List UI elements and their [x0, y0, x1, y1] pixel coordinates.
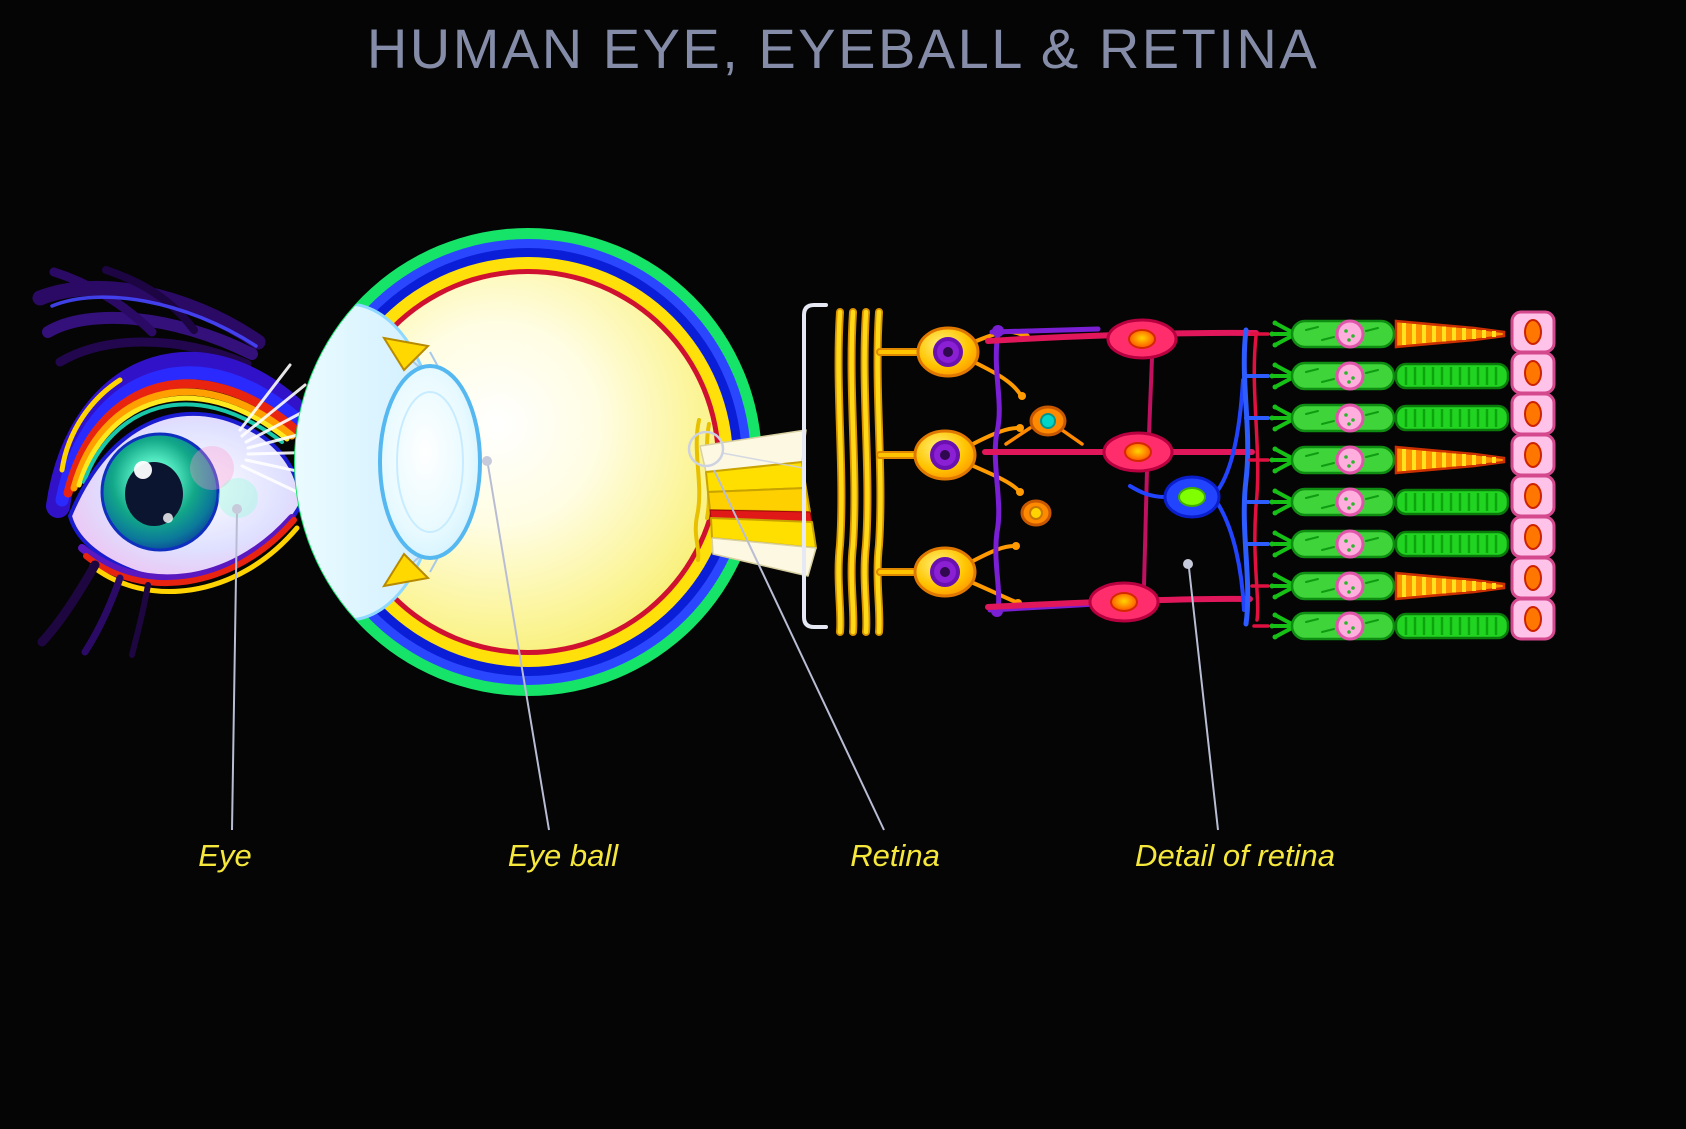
- ganglion-cell: [876, 424, 1024, 496]
- inner-lid-accent: [59, 377, 123, 473]
- label-eyeball: Eye ball: [507, 838, 619, 873]
- leader-dot-eyeball: [482, 456, 492, 466]
- leader-dot-detail: [1183, 559, 1193, 569]
- leader-line-eye: [231, 511, 238, 831]
- page-title: HUMAN EYE, EYEBALL & RETINA: [366, 17, 1320, 80]
- label-eye: Eye: [198, 838, 252, 873]
- eye-illustration: [32, 266, 328, 658]
- pink-glow: [190, 446, 234, 490]
- nerve-fiber-layer: [839, 312, 881, 632]
- leader-lines: [231, 456, 1219, 831]
- horizontal-cell: [1128, 378, 1246, 612]
- teal-glow: [218, 478, 258, 518]
- bipolar-cells: [982, 318, 1259, 623]
- lower-eyelashes: [37, 560, 151, 658]
- amacrine-cells: [1004, 405, 1084, 527]
- optic-nerve: [699, 429, 817, 577]
- pupil: [125, 462, 183, 526]
- upper-eyelashes: [32, 266, 266, 369]
- pigment-epithelium: [1510, 310, 1556, 641]
- ganglion-cell: [876, 326, 1030, 400]
- leader-dot-eye: [232, 504, 242, 514]
- catchlight-small: [163, 513, 173, 523]
- catchlight: [134, 461, 152, 479]
- label-detail-of-retina: Detail of retina: [1135, 838, 1335, 873]
- magnifier-circle: [687, 430, 725, 468]
- amacrine-processes: [987, 325, 1101, 617]
- photoreceptor-layer: [1270, 321, 1509, 640]
- lens: [378, 364, 482, 560]
- lower-eyelid-arcs: [78, 514, 300, 594]
- eyeball-illustration: [294, 228, 817, 696]
- ciliary-body-bottom: [381, 552, 431, 588]
- label-retina: Retina: [850, 838, 940, 873]
- retina-annotation: [687, 430, 804, 469]
- magnifier-line: [721, 452, 804, 469]
- leader-line-retina: [713, 469, 885, 831]
- ganglion-cell: [876, 542, 1022, 607]
- leader-line-detail: [1188, 567, 1219, 831]
- outer-plexiform-links: [1241, 327, 1270, 628]
- ciliary-body-top: [381, 336, 431, 372]
- lens-core: [396, 391, 464, 533]
- retina-detail-illustration: [802, 303, 1556, 641]
- ganglion-cells: [876, 326, 1030, 607]
- leader-line-eyeball: [487, 464, 550, 831]
- bracket: [802, 303, 828, 629]
